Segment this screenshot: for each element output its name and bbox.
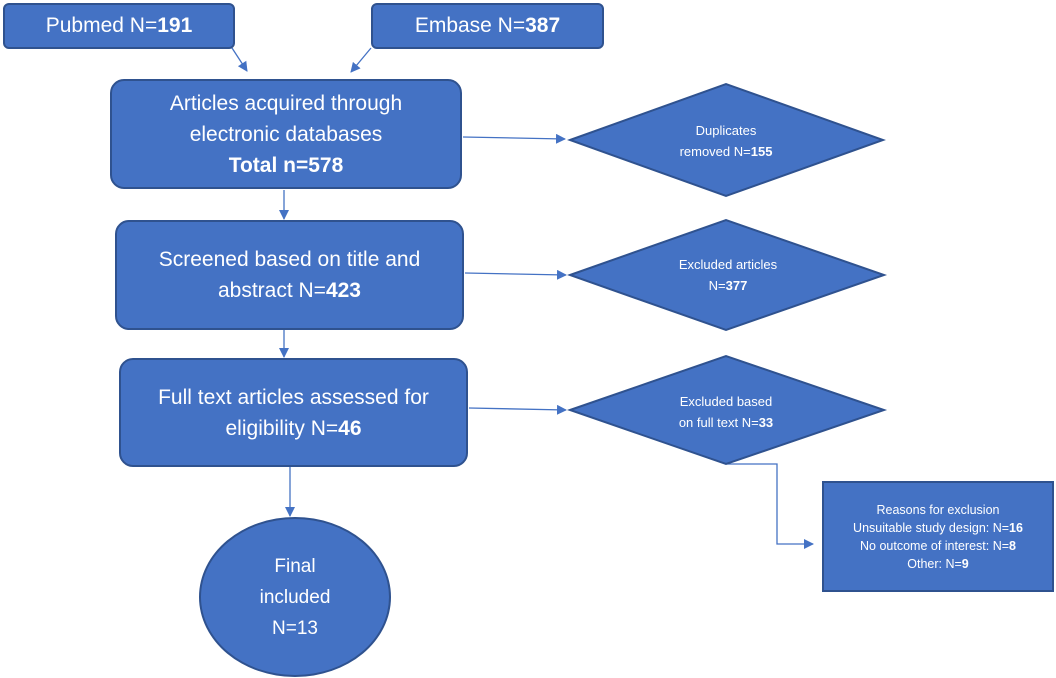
- embase-box: Embase N=387: [371, 3, 604, 49]
- pubmed-box: Pubmed N=191: [3, 3, 235, 49]
- excluded-screen-line2: N=: [708, 278, 726, 293]
- excluded-screen-text: Excluded articles N=377: [628, 254, 828, 296]
- excluded-screen-line1: Excluded articles: [678, 257, 778, 272]
- excluded-fulltext-text: Excluded based on full text N=33: [626, 391, 826, 433]
- excluded-screen-count: 377: [725, 278, 748, 293]
- excluded-fulltext-line2: on full text N=: [678, 415, 759, 430]
- pubmed-label: Pubmed N=: [45, 14, 158, 37]
- fulltext-line2: eligibility N=: [225, 416, 339, 440]
- excluded-fulltext-line1: Excluded based: [679, 394, 773, 409]
- excluded-fulltext-diamond: [566, 354, 888, 466]
- acquired-line1: Articles acquired through: [169, 91, 403, 115]
- reason-count: 9: [961, 556, 969, 571]
- duplicates-line1: Duplicates: [695, 123, 757, 138]
- screened-count: 423: [325, 279, 361, 302]
- fulltext-line1: Full text articles assessed for: [158, 385, 429, 409]
- duplicates-line2: removed N=: [679, 144, 751, 159]
- excluded-screen-diamond: [566, 218, 888, 332]
- arrow-fulltext-to-excluded: [468, 404, 567, 415]
- reasons-box: Reasons for exclusion Unsuitable study d…: [822, 481, 1054, 592]
- arrow-acquired-to-duplicates: [462, 133, 566, 144]
- acquired-box: Articles acquired through electronic dat…: [110, 79, 462, 189]
- duplicates-text: Duplicates removed N=155: [626, 120, 826, 162]
- duplicates-diamond: [567, 82, 886, 198]
- duplicates-count: 155: [750, 144, 773, 159]
- reason-item: No outcome of interest: N=8: [860, 537, 1016, 555]
- reasons-title: Reasons for exclusion: [876, 502, 1000, 517]
- reason-item: Unsuitable study design: N=16: [853, 519, 1023, 537]
- final-line2: included: [259, 586, 331, 608]
- reason-label: Other: N=: [907, 556, 962, 571]
- fulltext-count: 46: [338, 416, 362, 440]
- screened-line1: Screened based on title and: [158, 248, 421, 271]
- arrow-embase-to-acquired: [350, 47, 372, 73]
- screened-box: Screened based on title and abstract N=4…: [115, 220, 464, 330]
- final-ellipse: Final included N=13: [199, 517, 391, 677]
- screened-line2: abstract N=: [217, 279, 326, 302]
- embase-count: 387: [525, 14, 561, 37]
- excluded-fulltext-count: 33: [758, 415, 774, 430]
- reason-count: 8: [1009, 538, 1016, 553]
- arrow-screened-to-excluded: [464, 269, 567, 280]
- embase-label: Embase N=: [414, 14, 526, 37]
- arrow-excluded-to-reasons: [727, 463, 814, 549]
- reason-count: 16: [1009, 520, 1023, 535]
- acquired-line2: electronic databases: [189, 122, 383, 146]
- fulltext-box: Full text articles assessed for eligibil…: [119, 358, 468, 467]
- final-line1: Final: [274, 555, 316, 577]
- reason-item: Other: N=9: [907, 555, 969, 573]
- pubmed-count: 191: [157, 14, 193, 37]
- final-line3: N=13: [272, 617, 318, 639]
- acquired-total: Total n=578: [228, 153, 344, 177]
- reason-label: Unsuitable study design: N=: [853, 520, 1010, 535]
- arrow-pubmed-to-acquired: [231, 47, 248, 72]
- reason-label: No outcome of interest: N=: [860, 538, 1010, 553]
